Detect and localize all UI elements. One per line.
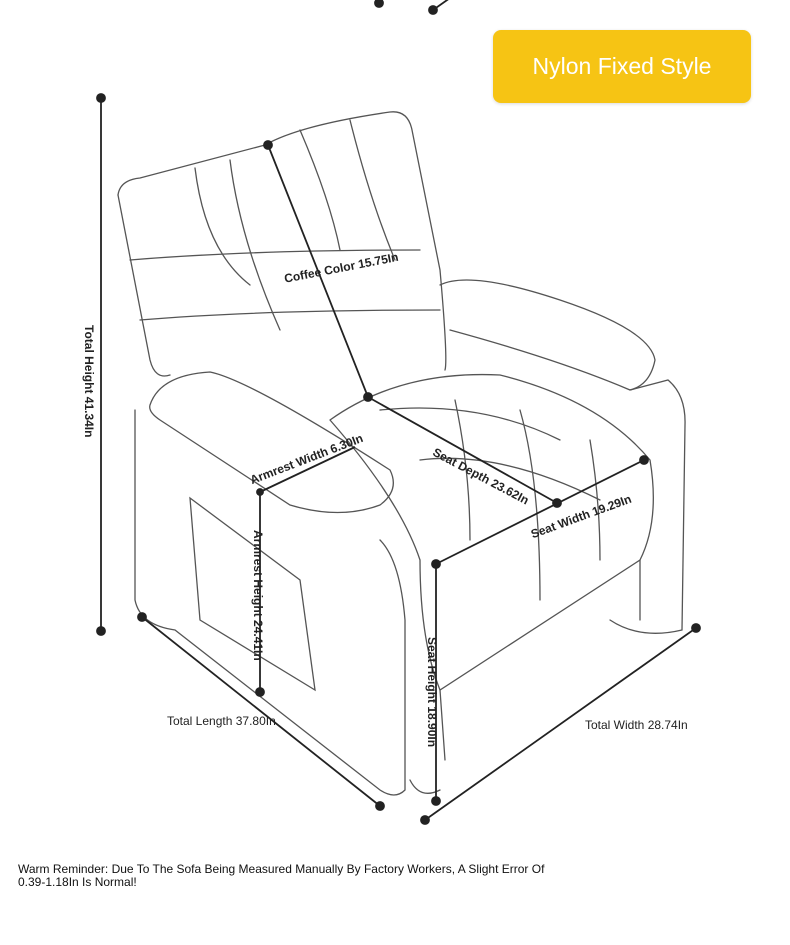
total-height-label: Total Height 41.34In <box>82 325 96 438</box>
total-width-label: Total Width 28.74In <box>585 718 688 732</box>
total-length-label: Total Length 37.80In <box>167 714 276 728</box>
warm-reminder-note: Warm Reminder: Due To The Sofa Being Mea… <box>18 862 545 889</box>
armrest-height-label: Armrest Height 24.41In <box>251 530 265 661</box>
nylon-fixed-style-badge: Nylon Fixed Style <box>493 30 751 103</box>
chair-outline <box>117 111 686 796</box>
seat-height-label: Seat Height 18.90In <box>425 637 439 748</box>
dimension-lines <box>96 0 701 825</box>
